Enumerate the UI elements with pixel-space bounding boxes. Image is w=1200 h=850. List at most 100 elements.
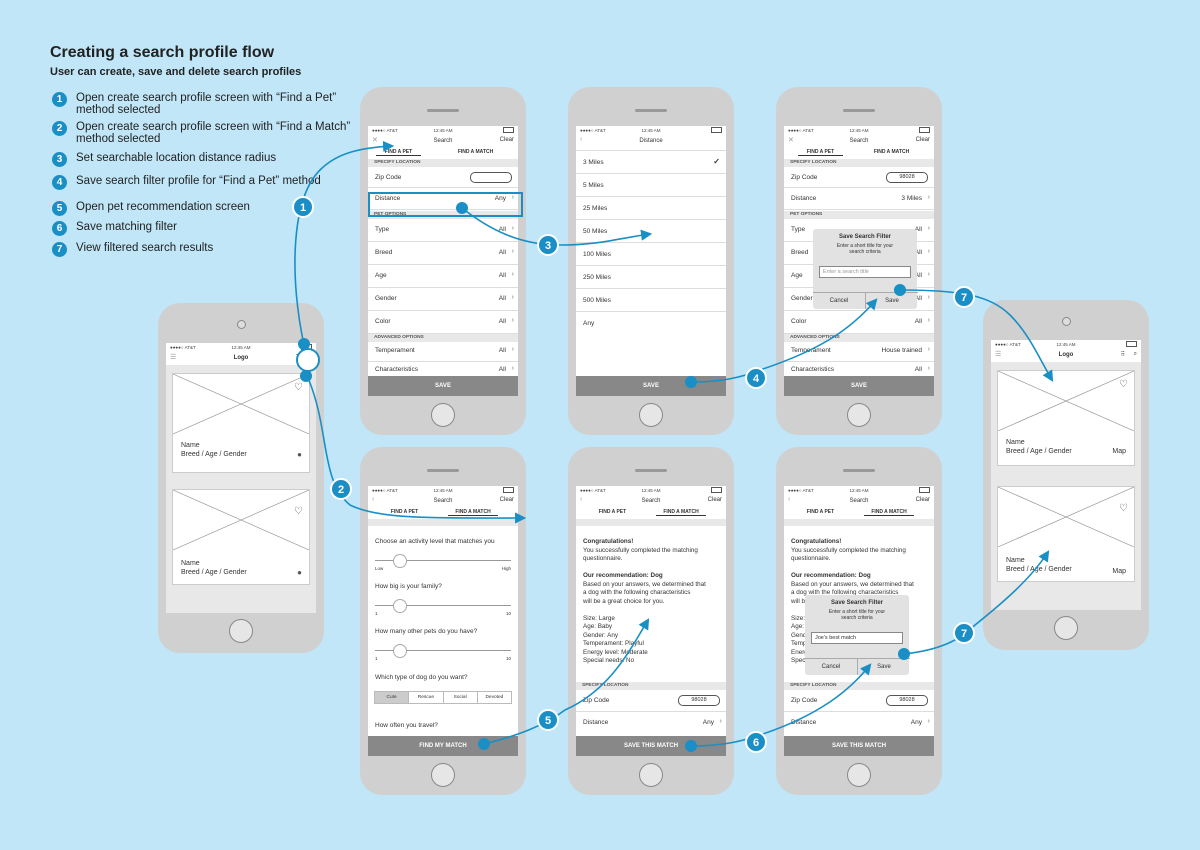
tab-find-a-pet[interactable]: FIND A PET xyxy=(806,509,835,515)
clear-button[interactable]: Clear xyxy=(915,497,930,503)
tab-find-a-match[interactable]: FIND A MATCH xyxy=(873,149,910,155)
back-icon[interactable]: ‹ xyxy=(788,496,791,503)
find-my-match-button[interactable]: FIND MY MATCH xyxy=(368,736,518,756)
heart-icon[interactable]: ♡ xyxy=(294,382,303,393)
battery-icon xyxy=(919,127,930,133)
tab-find-a-pet[interactable]: FIND A PET xyxy=(376,149,421,156)
tab-find-a-match[interactable]: FIND A MATCH xyxy=(656,509,706,516)
segment-devoted[interactable]: Devoted xyxy=(485,695,504,700)
location-pin-icon[interactable]: ● xyxy=(297,450,302,459)
tab-find-a-pet[interactable]: FIND A PET xyxy=(390,509,419,515)
segment-rescue[interactable]: Rescue xyxy=(409,692,444,703)
pet-card[interactable]: ♡ Name Breed / Age / Gender ● xyxy=(172,489,310,585)
pet-name: Name xyxy=(1006,557,1025,564)
distance-option[interactable]: Any xyxy=(576,312,726,334)
tab-find-a-match[interactable]: FIND A MATCH xyxy=(864,509,914,516)
tab-find-a-match[interactable]: FIND A MATCH xyxy=(457,149,494,155)
slider-knob[interactable] xyxy=(393,599,407,613)
option-label: 250 Miles xyxy=(583,274,611,281)
distance-option[interactable]: 500 Miles xyxy=(576,289,726,312)
save-button[interactable]: SAVE xyxy=(368,376,518,396)
slider-knob[interactable] xyxy=(393,644,407,658)
pet-card[interactable]: ♡ Name Breed / Age / Gender Map xyxy=(997,370,1135,466)
heart-icon[interactable]: ♡ xyxy=(1119,503,1128,514)
clear-button[interactable]: Clear xyxy=(915,137,930,143)
carrier: ●●●●○ AT&T xyxy=(580,488,606,493)
save-button[interactable]: Save xyxy=(857,658,910,675)
distance-option[interactable]: 25 Miles xyxy=(576,197,726,220)
tab-find-a-match[interactable]: FIND A MATCH xyxy=(448,509,498,516)
distance-highlight xyxy=(368,192,523,217)
step-badge-1: 1 xyxy=(292,196,314,218)
clear-button[interactable]: Clear xyxy=(499,137,514,143)
segment-social[interactable]: Social xyxy=(444,692,478,703)
zip-input[interactable]: 98028 xyxy=(678,695,720,706)
heart-icon[interactable]: ♡ xyxy=(294,506,303,517)
close-icon[interactable]: ✕ xyxy=(788,137,794,144)
location-pin-icon[interactable]: ● xyxy=(297,568,302,577)
legend-text: Open pet recommendation screen xyxy=(76,201,250,213)
pets-slider[interactable] xyxy=(375,644,511,658)
save-button[interactable]: SAVE xyxy=(784,376,934,396)
dog-type-segmented[interactable]: Cute Rescue Social Devoted xyxy=(374,691,512,704)
cancel-button[interactable]: Cancel xyxy=(805,658,857,675)
image-placeholder xyxy=(173,374,309,434)
zip-input[interactable]: 98028 xyxy=(886,695,928,706)
save-button[interactable]: SAVE xyxy=(576,376,726,396)
back-icon[interactable]: ‹ xyxy=(580,136,583,143)
distance-option[interactable]: 50 Miles xyxy=(576,220,726,243)
menu-icon[interactable]: ☰ xyxy=(170,354,177,361)
save-this-match-button[interactable]: SAVE THIS MATCH xyxy=(784,736,934,756)
clear-button[interactable]: Clear xyxy=(499,497,514,503)
back-icon[interactable]: ‹ xyxy=(580,496,583,503)
slider-knob[interactable] xyxy=(393,554,407,568)
zip-input[interactable]: 98028 xyxy=(886,172,928,183)
tab-find-a-pet[interactable]: FIND A PET xyxy=(798,149,843,156)
close-icon[interactable]: ✕ xyxy=(372,137,378,144)
tab-find-a-pet[interactable]: FIND A PET xyxy=(598,509,627,515)
segment-cute[interactable]: Cute xyxy=(375,692,410,703)
cancel-button[interactable]: Cancel xyxy=(813,292,865,309)
distance-option[interactable]: 3 Miles✓ xyxy=(576,151,726,174)
map-link[interactable]: Map xyxy=(1112,568,1126,575)
search-title-input[interactable]: Joe's best match xyxy=(811,632,903,644)
pet-card[interactable]: ♡ Name Breed / Age / Gender ● xyxy=(172,373,310,473)
search-title-input[interactable]: Enter a search title xyxy=(819,266,911,278)
heart-icon[interactable]: ♡ xyxy=(1119,379,1128,390)
distance-option[interactable]: 100 Miles xyxy=(576,243,726,266)
row-label: Age xyxy=(375,272,387,279)
check-icon: ✓ xyxy=(713,157,720,166)
distance-option[interactable]: 5 Miles xyxy=(576,174,726,197)
filter-icon[interactable]: ⠿ xyxy=(1120,352,1125,358)
map-link[interactable]: Map xyxy=(1112,448,1126,455)
save-this-match-button[interactable]: SAVE THIS MATCH xyxy=(576,736,726,756)
step-badge-2: 2 xyxy=(330,478,352,500)
search-icon[interactable]: ⌕ xyxy=(1133,351,1137,357)
zip-input[interactable] xyxy=(470,172,512,183)
distance-option[interactable]: 250 Miles xyxy=(576,266,726,289)
activity-slider[interactable] xyxy=(375,554,511,568)
pet-card[interactable]: ♡ Name Breed / Age / Gender Map xyxy=(997,486,1135,582)
family-slider[interactable] xyxy=(375,599,511,613)
clear-button[interactable]: Clear xyxy=(707,497,722,503)
row-zip-code[interactable]: Zip Code xyxy=(368,167,518,188)
save-button[interactable]: Save xyxy=(865,292,918,309)
result-line: will be a great choice for you. xyxy=(583,597,665,605)
